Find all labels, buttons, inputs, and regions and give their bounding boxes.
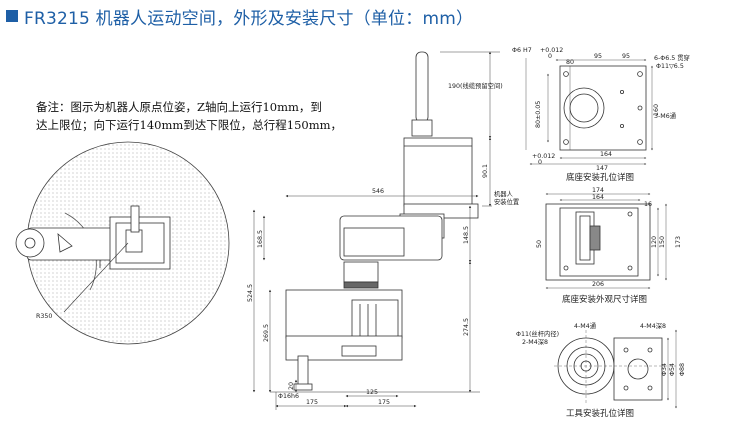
dim-175-right: 175 bbox=[378, 399, 390, 406]
base-w95b: 95 bbox=[622, 53, 630, 60]
base-w95a: 95 bbox=[594, 53, 602, 60]
base-outline-caption: 底座安装外观尺寸详图 bbox=[562, 294, 647, 305]
cable-tube bbox=[415, 51, 429, 123]
dim-148-5: 148.5 bbox=[463, 226, 470, 244]
title-square-icon bbox=[6, 10, 18, 22]
tool-m4-right: 4-M4深8 bbox=[640, 321, 666, 330]
base-cbore: Φ11▽6.5 bbox=[656, 63, 684, 70]
base-tol-bottom-zero: 0 bbox=[538, 159, 542, 166]
base-h160: 160 bbox=[653, 104, 660, 116]
tool-hole-caption: 工具安装孔位详图 bbox=[566, 408, 634, 419]
base-hole-labels: Φ6 H7 +0.012 0 95 95 80 6-Φ6.5 贯穿 Φ11▽6.… bbox=[512, 47, 690, 172]
base-hole-caption: 底座安装孔位详图 bbox=[566, 172, 634, 183]
base-tol-top-zero: 0 bbox=[548, 53, 552, 60]
tool-hole-labels: 4-M4通 4-M4深8 Φ11(丝杆内径) 2-M4深8 Φ34 Φ54 Φ8… bbox=[516, 321, 686, 376]
workspace-radius-label: R350 bbox=[36, 313, 52, 320]
dim-168-5: 168.5 bbox=[257, 230, 264, 248]
tool-m4-2: 2-M4深8 bbox=[522, 337, 548, 346]
dim-269-5: 269.5 bbox=[263, 324, 270, 342]
tool-m4-left: 4-M4通 bbox=[574, 321, 597, 330]
robot-mount-label: 机器人 bbox=[494, 189, 514, 198]
outline-h173: 173 bbox=[675, 236, 682, 248]
base-thru: 3-M6通 bbox=[654, 111, 677, 120]
base-outline-detail bbox=[545, 193, 667, 289]
outline-h150: 150 bbox=[659, 236, 666, 248]
base-h80: 80±0.05 bbox=[535, 101, 542, 128]
robot-side-view bbox=[270, 51, 480, 393]
dim-90-1: 90.1 bbox=[482, 164, 489, 178]
tool-d34: Φ34 bbox=[661, 363, 668, 376]
base-w164: 164 bbox=[600, 151, 612, 158]
base-tol-bottom: +0.012 bbox=[532, 153, 555, 160]
z-axis-housing bbox=[403, 137, 473, 207]
remark-line-2: 达上限位；向下运行140mm到达下限位，总行程150mm， bbox=[36, 118, 343, 132]
tool-d54: Φ54 bbox=[669, 363, 676, 376]
dim-125: 125 bbox=[366, 389, 378, 396]
outline-w16: 16 bbox=[644, 201, 652, 208]
tool-d88: Φ88 bbox=[679, 363, 686, 376]
outline-w164: 164 bbox=[592, 194, 604, 201]
tool-d11: Φ11(丝杆内径) bbox=[516, 329, 559, 338]
outline-h50: 50 bbox=[536, 240, 543, 248]
remark-note: 备注：图示为机器人原点位姿，Z轴向上运行10mm，到 达上限位；向下运行140m… bbox=[36, 98, 342, 134]
dim-546: 546 bbox=[372, 188, 384, 195]
outline-w174: 174 bbox=[592, 187, 604, 194]
dim-shaft-diameter: Φ16h6 bbox=[278, 393, 299, 400]
dim-top-clearance: 190(线缆预留空间) bbox=[448, 81, 503, 90]
remark-line-1: 备注：图示为机器人原点位姿，Z轴向上运行10mm，到 bbox=[36, 100, 322, 114]
tool-hole-detail bbox=[554, 329, 677, 409]
z-quill bbox=[297, 355, 309, 387]
base-tol-top: +0.012 bbox=[540, 47, 563, 54]
base-outline-labels: 174 164 16 50 120 150 173 206 bbox=[536, 187, 682, 288]
tool-end-circle bbox=[15, 228, 45, 258]
dim-274-5: 274.5 bbox=[463, 318, 470, 336]
base-w147: 147 bbox=[596, 165, 608, 172]
base-w80: 80 bbox=[566, 59, 574, 66]
title-bar: FR3215 机器人运动空间，外形及安装尺寸（单位：mm） bbox=[6, 4, 474, 29]
dim-20: 20 bbox=[288, 382, 295, 390]
workspace-top-view bbox=[15, 141, 230, 345]
outline-h120: 120 bbox=[651, 236, 658, 248]
dim-524-5: 524.5 bbox=[247, 284, 254, 302]
base-holes: 6-Φ6.5 贯穿 bbox=[654, 53, 690, 62]
outline-w206: 206 bbox=[592, 281, 604, 288]
base-h7: Φ6 H7 bbox=[512, 47, 532, 54]
base-hole-detail bbox=[525, 58, 653, 165]
page-title: FR3215 机器人运动空间，外形及安装尺寸（单位：mm） bbox=[24, 8, 474, 29]
side-view-labels: 190(线缆预留空间) 90.1 546 168.5 524.5 269.5 1… bbox=[247, 81, 519, 406]
side-view-dimensions bbox=[252, 51, 500, 410]
mount-position-label: 安装位置 bbox=[494, 197, 519, 206]
dim-175-left: 175 bbox=[306, 399, 318, 406]
